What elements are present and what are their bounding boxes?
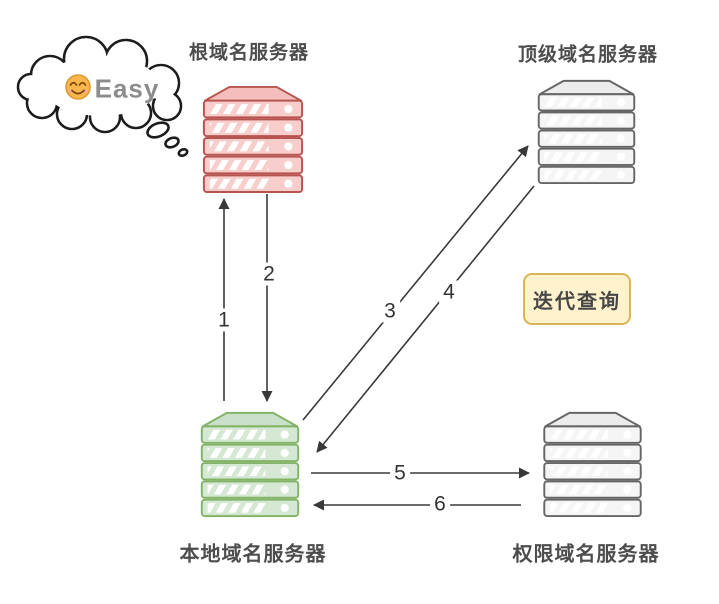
- server-stack-icon: [202, 85, 304, 194]
- auth-server-node: [542, 410, 643, 518]
- arrow-label-5: 5: [390, 461, 410, 485]
- server-stack-icon: [200, 411, 300, 518]
- thought-bubbles: [146, 121, 189, 158]
- tld-server-label: 顶级域名服务器: [517, 44, 658, 66]
- root-server-node: [201, 84, 305, 194]
- server-stack-icon: [537, 79, 636, 185]
- local-server-node: [198, 410, 302, 518]
- root-server-label: 根域名服务器: [188, 42, 309, 64]
- arrow-label-4: 4: [439, 280, 459, 304]
- arrow-3: [302, 145, 529, 421]
- auth-server-label: 权限域名服务器: [512, 543, 660, 566]
- arrow-label-2: 2: [259, 262, 279, 286]
- thought-cloud-icon: [16, 35, 189, 158]
- smiling-face-icon: [65, 74, 91, 100]
- arrow-label-6: 6: [430, 492, 450, 516]
- arrow-label-1: 1: [214, 308, 234, 332]
- server-stack-icon: [543, 411, 642, 518]
- iterative-query-badge: 迭代查询: [523, 273, 631, 325]
- tld-server-node: [536, 78, 637, 185]
- arrow-label-3: 3: [380, 299, 400, 323]
- easy-text: Easy: [94, 73, 160, 104]
- local-server-label: 本地域名服务器: [179, 543, 327, 566]
- arrow-4: [316, 185, 535, 453]
